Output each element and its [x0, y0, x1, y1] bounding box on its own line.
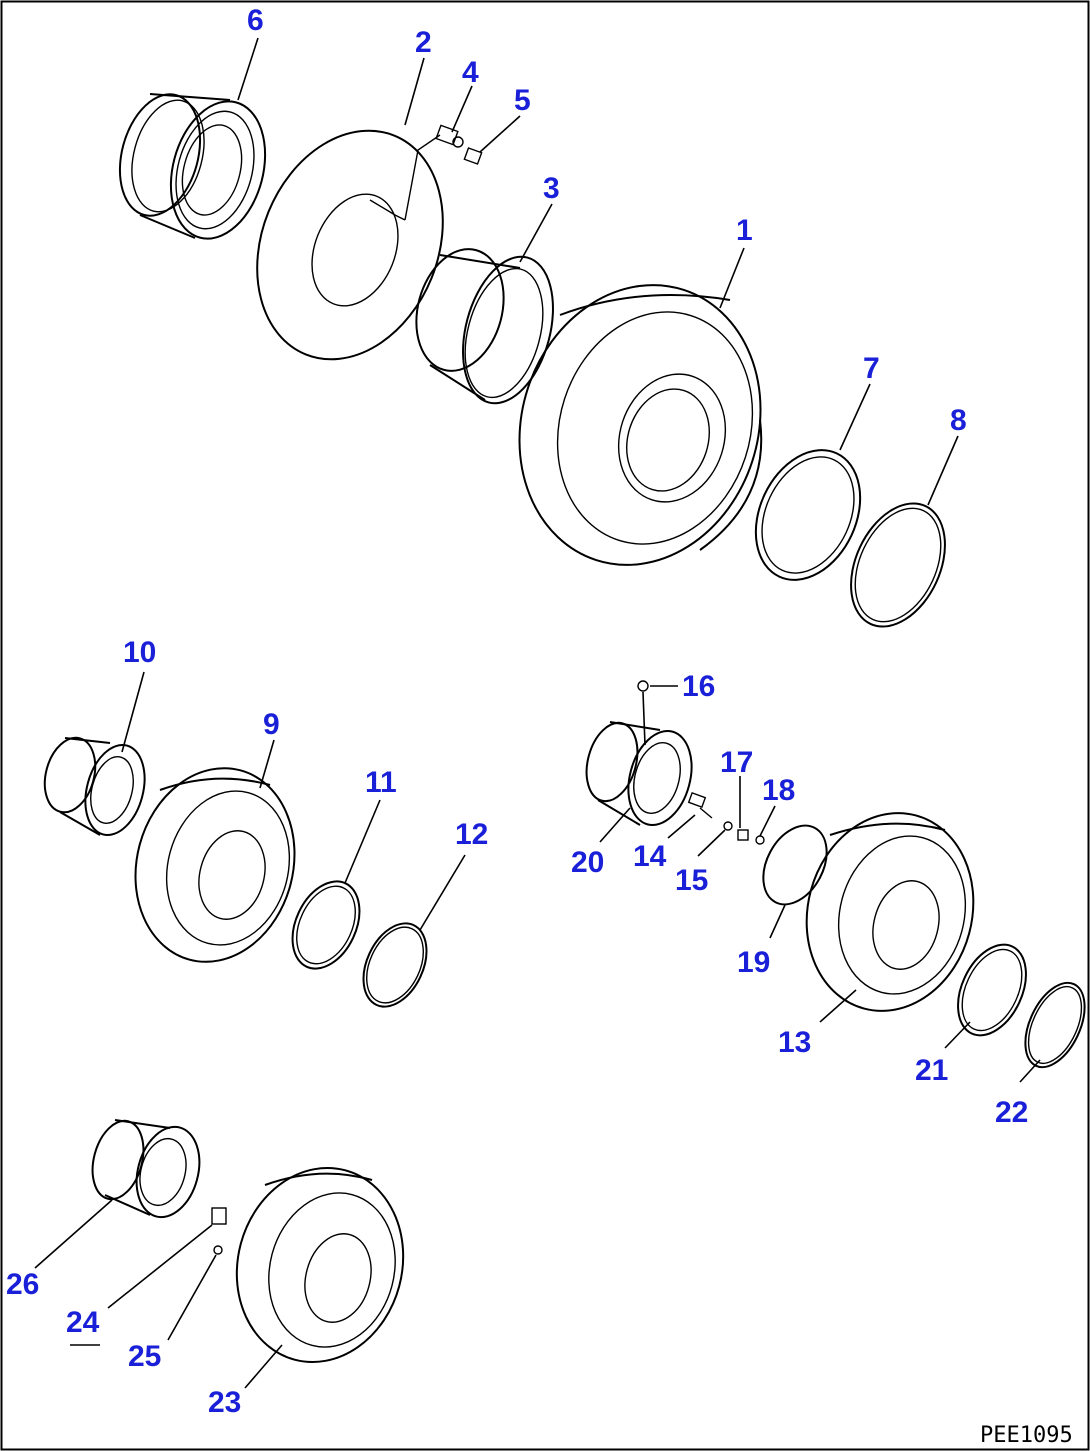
- callout-25: 25: [128, 1340, 161, 1373]
- valve-14: [687, 792, 713, 819]
- callout-11: 11: [365, 766, 397, 799]
- callout-15: 15: [675, 864, 708, 897]
- callout-5: 5: [514, 84, 531, 117]
- tire-1: [518, 284, 763, 566]
- callout-12: 12: [455, 818, 488, 851]
- callout-16: 16: [682, 670, 715, 703]
- lock-ring-12: [362, 922, 428, 1008]
- callout-9: 9: [263, 708, 280, 741]
- callout-labels: 1 2 3 4 5 6 7 8 9 10 11 12 13 14 15 16 1…: [6, 4, 1028, 1419]
- wheel-rim-20: [585, 691, 693, 827]
- bolt-16: [637, 680, 649, 692]
- tire-9: [134, 767, 296, 963]
- callout-20: 20: [571, 846, 604, 879]
- callout-1: 1: [736, 214, 753, 247]
- callout-23: 23: [208, 1386, 241, 1419]
- valve-24: [211, 1207, 227, 1225]
- flap-3: [415, 248, 554, 405]
- tire-23: [235, 1166, 405, 1364]
- valve-cap-25: [213, 1245, 223, 1255]
- drawing-code: PEE1095: [980, 1423, 1073, 1448]
- callout-7: 7: [863, 352, 880, 385]
- callout-3: 3: [543, 172, 560, 205]
- o-ring-19: [762, 824, 828, 906]
- side-ring-7: [754, 449, 862, 581]
- callout-21: 21: [915, 1054, 948, 1087]
- callout-19: 19: [737, 946, 770, 979]
- callout-13: 13: [778, 1026, 811, 1059]
- callout-17: 17: [720, 746, 753, 779]
- callout-18: 18: [762, 774, 795, 807]
- nut-17: [737, 829, 749, 841]
- washer-15: [723, 821, 733, 831]
- wheel-rim-10: [43, 736, 146, 837]
- leader-lines: [34, 37, 1041, 1389]
- callout-2: 2: [415, 26, 432, 59]
- cap-18: [755, 835, 765, 845]
- callout-6: 6: [247, 4, 264, 37]
- callout-8: 8: [950, 404, 967, 437]
- side-ring-11: [291, 880, 361, 970]
- callout-26: 26: [6, 1268, 39, 1301]
- callout-24: 24: [66, 1306, 100, 1339]
- wheel-rim-26: [91, 1119, 201, 1219]
- side-ring-21: [957, 943, 1027, 1037]
- tube-2: [256, 129, 444, 361]
- wheel-rim-6: [118, 93, 267, 240]
- callout-4: 4: [462, 56, 479, 89]
- callout-14: 14: [633, 840, 667, 873]
- lock-ring-8: [850, 502, 946, 628]
- valve-4: [435, 124, 464, 148]
- callout-10: 10: [123, 636, 156, 669]
- tire-13: [805, 812, 975, 1012]
- valve-cap-5: [463, 147, 483, 165]
- callout-22: 22: [995, 1096, 1028, 1129]
